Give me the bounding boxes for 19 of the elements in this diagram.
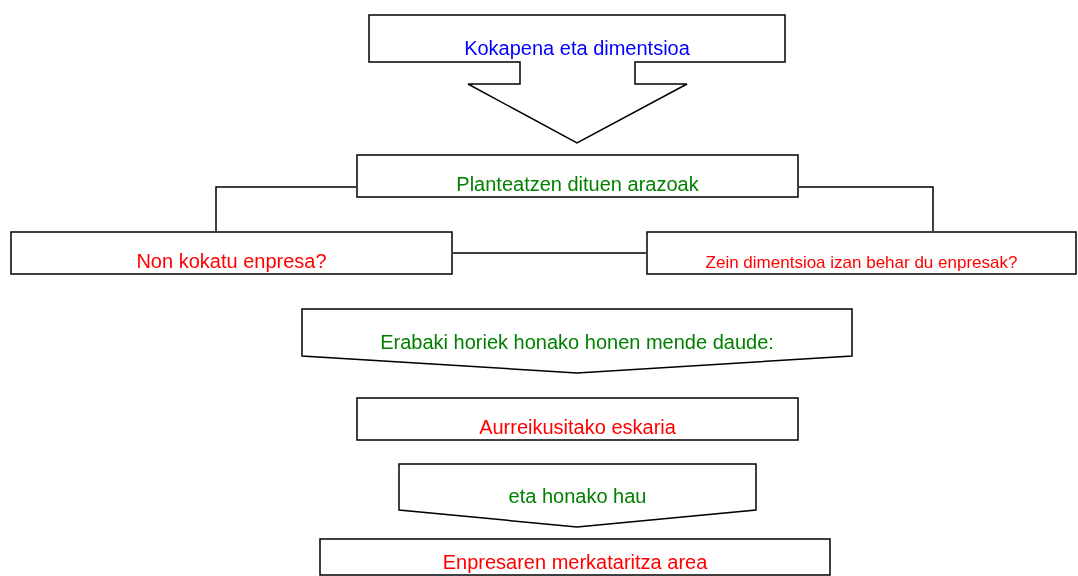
process-box (356, 154, 799, 198)
arrow-shaped-box (368, 14, 786, 144)
process-box (356, 397, 799, 441)
connector-line (452, 252, 647, 254)
pentagon-box (301, 308, 853, 374)
connector-line (798, 186, 934, 232)
box-label: Aurreikusitako eskaria (479, 416, 676, 439)
box-label: Planteatzen dituen arazoak (456, 173, 699, 196)
box-label: Enpresaren merkataritza area (442, 551, 708, 574)
process-box (10, 231, 453, 275)
process-box (319, 538, 831, 576)
box-label: Non kokatu enpresa? (136, 250, 327, 273)
box-label: eta honako hau (508, 485, 647, 508)
pentagon-box (398, 463, 757, 528)
process-box (646, 231, 1077, 275)
connector-line (215, 186, 357, 232)
box-label: Zein dimentsioa izan behar du enpresak? (705, 253, 1018, 273)
box-label: Erabaki horiek honako honen mende daude: (380, 331, 774, 354)
box-label: Kokapena eta dimentsioa (464, 37, 690, 60)
